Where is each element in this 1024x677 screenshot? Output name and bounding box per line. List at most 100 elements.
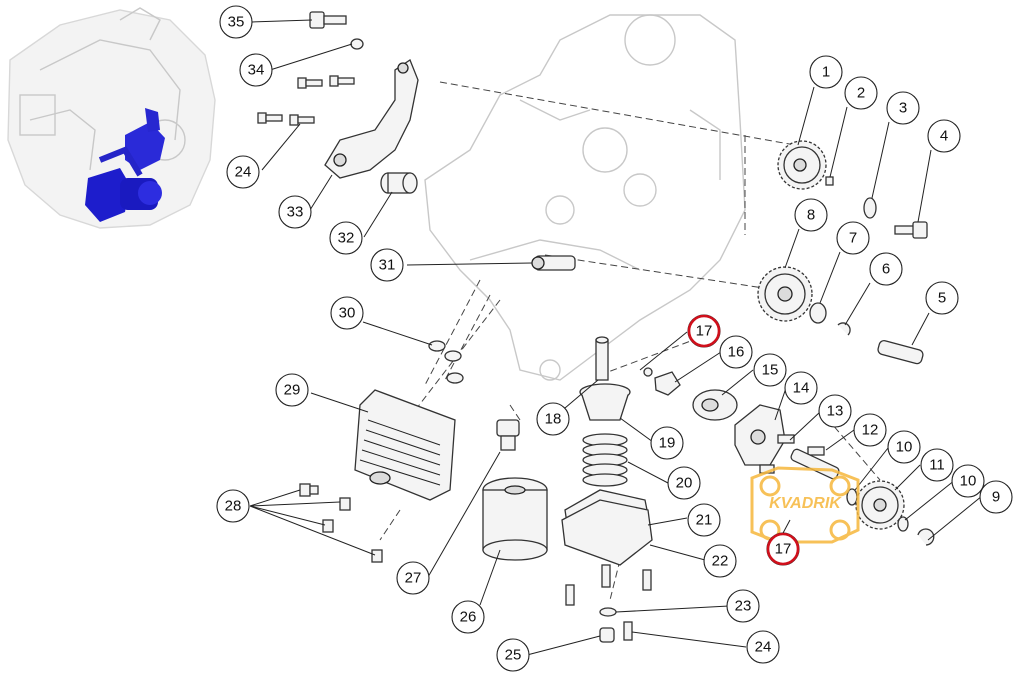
- callout-circle: [396, 561, 430, 595]
- callout-24: 24: [226, 155, 260, 189]
- part-washer-3: [863, 197, 877, 219]
- callout-22: 22: [703, 544, 737, 578]
- callout-label: 7: [849, 230, 857, 247]
- callout-circle: [794, 198, 828, 232]
- callout-26: 26: [451, 600, 485, 634]
- callouts-layer: 1234567891010111213141516171718192021222…: [216, 5, 1013, 672]
- callout-label: 8: [807, 207, 815, 224]
- callout-34: 34: [239, 53, 273, 87]
- part-washer-10b: [897, 516, 909, 532]
- part-bolt-4: [894, 221, 928, 239]
- part-oil-filter-26: [482, 477, 548, 561]
- callout-circle: [836, 221, 870, 255]
- callout-25: 25: [496, 638, 530, 672]
- part-pump-32: [380, 172, 418, 194]
- callout-28: 28: [216, 489, 250, 523]
- part-shaft-31: [531, 255, 576, 271]
- callout-11: 11: [920, 448, 954, 482]
- callout-16: 16: [719, 335, 753, 369]
- part-gear-1: [777, 140, 827, 190]
- callout-12: 12: [853, 413, 887, 447]
- callout-label: 29: [284, 382, 301, 399]
- part-bolts-lower: [565, 564, 652, 606]
- callout-circle: [886, 91, 920, 125]
- callout-label: 10: [960, 473, 977, 490]
- callout-13: 13: [818, 394, 852, 428]
- callout-label: 5: [938, 290, 946, 307]
- callout-circle: [818, 394, 852, 428]
- part-cover-22: [561, 499, 653, 566]
- callout-24: 24: [746, 630, 780, 664]
- part-clip-6: [837, 322, 851, 336]
- part-bracket-33: [324, 59, 419, 179]
- callout-circle: [216, 489, 250, 523]
- callout-circle: [451, 600, 485, 634]
- callout-14: 14: [784, 371, 818, 405]
- callout-7: 7: [836, 221, 870, 255]
- callout-label: 18: [545, 411, 562, 428]
- callout-21: 21: [687, 503, 721, 537]
- callout-circle: [703, 544, 737, 578]
- highlight-ring: [766, 532, 800, 566]
- part-oring-23: [599, 607, 617, 617]
- callout-circle: [536, 402, 570, 436]
- callout-30: 30: [330, 296, 364, 330]
- callout-1: 1: [809, 55, 843, 89]
- part-rotor-15: [692, 389, 738, 421]
- callout-label: 1: [822, 64, 830, 81]
- callout-label: 20: [676, 475, 693, 492]
- callout-circle: [887, 430, 921, 464]
- callout-circle: [784, 371, 818, 405]
- callout-circle: [278, 195, 312, 229]
- callout-label: 21: [696, 512, 713, 529]
- callout-label: 23: [735, 598, 752, 615]
- callout-circle: [753, 353, 787, 387]
- callout-circle: [226, 155, 260, 189]
- callout-label: 12: [862, 422, 879, 439]
- callout-10: 10: [951, 464, 985, 498]
- part-bolt-35: [309, 11, 347, 29]
- leader-lines: [249, 19, 983, 656]
- part-bolts-upper: [297, 75, 355, 89]
- callout-circle: [496, 638, 530, 672]
- parts: [257, 11, 935, 643]
- callout-circle: [687, 503, 721, 537]
- part-strainer-19: [579, 383, 631, 421]
- callout-4: 4: [927, 119, 961, 153]
- callout-label: 4: [940, 128, 948, 145]
- part-tube-18: [595, 336, 609, 381]
- callout-circle: [650, 426, 684, 460]
- part-key-2: [825, 176, 834, 186]
- callout-19: 19: [650, 426, 684, 460]
- callout-label: 2: [857, 85, 865, 102]
- callout-label: 17: [696, 323, 713, 340]
- callout-circle: [951, 464, 985, 498]
- callout-circle: [219, 5, 253, 39]
- callout-label: 33: [287, 204, 304, 221]
- callout-circle: [719, 335, 753, 369]
- callout-circle: [330, 296, 364, 330]
- callout-label: 25: [505, 647, 522, 664]
- part-16: [654, 371, 681, 396]
- callout-circle: [979, 480, 1013, 514]
- callout-5: 5: [925, 281, 959, 315]
- part-spring-20: [582, 433, 628, 487]
- callout-17: 17: [766, 532, 800, 566]
- callout-label: 26: [460, 609, 477, 626]
- callout-circle: [329, 221, 363, 255]
- part-pin-5: [877, 340, 924, 365]
- part-clip-9: [917, 528, 935, 546]
- callout-circle: [746, 630, 780, 664]
- callout-9: 9: [979, 480, 1013, 514]
- callout-label: 6: [882, 261, 890, 278]
- callout-label: 28: [225, 498, 242, 515]
- callout-label: 9: [992, 489, 1000, 506]
- part-orings-30: [428, 340, 464, 384]
- callout-label: 27: [405, 570, 422, 587]
- callout-label: 14: [793, 380, 810, 397]
- callout-label: 22: [712, 553, 729, 570]
- callout-circle: [925, 281, 959, 315]
- callout-label: 31: [379, 257, 396, 274]
